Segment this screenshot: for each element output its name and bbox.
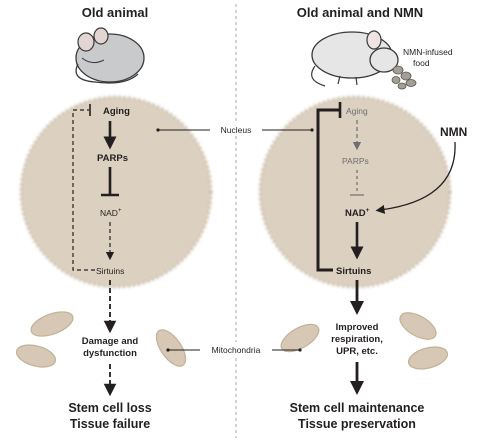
right-aging-label: Aging (346, 106, 368, 116)
left-parps-label: PARPs (97, 153, 128, 164)
right-parps-label: PARPs (342, 156, 369, 166)
right-improved-line3: UPR, etc. (336, 346, 378, 357)
right-improved-line1: Improved (336, 322, 379, 333)
left-sirtuins-label: Sirtuins (96, 266, 124, 276)
right-nad-label: NAD+ (345, 207, 370, 219)
nucleus-connector-dot-right (310, 128, 314, 132)
nmn-mouse-illustration (311, 30, 399, 87)
left-outcome-line1: Stem cell loss (68, 401, 151, 415)
nmn-label: NMN (440, 125, 467, 139)
right-outcome-line2: Tissue preservation (298, 417, 416, 431)
left-mitochondria (15, 311, 187, 368)
left-damage-line2: dysfunction (83, 348, 137, 359)
left-outcome-line2: Tissue failure (70, 417, 150, 431)
mitochondria-connector-dot-left (166, 348, 170, 352)
left-feedback-bracket (72, 109, 95, 271)
nmn-food-pellets (391, 65, 417, 90)
right-nucleus (258, 95, 452, 289)
mitochondria-label: Mitochondria (212, 345, 261, 355)
right-outcome-line1: Stem cell maintenance (290, 401, 425, 415)
nucleus-connector-dot-left (156, 128, 160, 132)
right-improved-line2: respiration, (331, 334, 383, 345)
left-panel-title: Old animal (82, 5, 148, 20)
nmn-to-nad-arrow (375, 141, 456, 214)
old-mouse-illustration (75, 27, 145, 84)
mitochondria-connector-dot-right (298, 348, 302, 352)
food-label-line1: NMN-infused (403, 47, 453, 57)
right-panel-title: Old animal and NMN (297, 5, 423, 20)
right-feedback-bracket (316, 108, 339, 272)
left-nucleus (19, 95, 213, 289)
left-damage-line1: Damage and (82, 336, 139, 347)
mitochondria-label-bg (202, 342, 270, 356)
right-mitochondria (280, 312, 449, 370)
left-nad-label: NAD+ (100, 208, 122, 218)
nucleus-label-bg (212, 122, 260, 136)
nucleus-label: Nucleus (221, 125, 252, 135)
right-sirtuins-label: Sirtuins (336, 266, 371, 277)
left-aging-label: Aging (103, 106, 130, 117)
food-label-line2: food (413, 58, 430, 68)
